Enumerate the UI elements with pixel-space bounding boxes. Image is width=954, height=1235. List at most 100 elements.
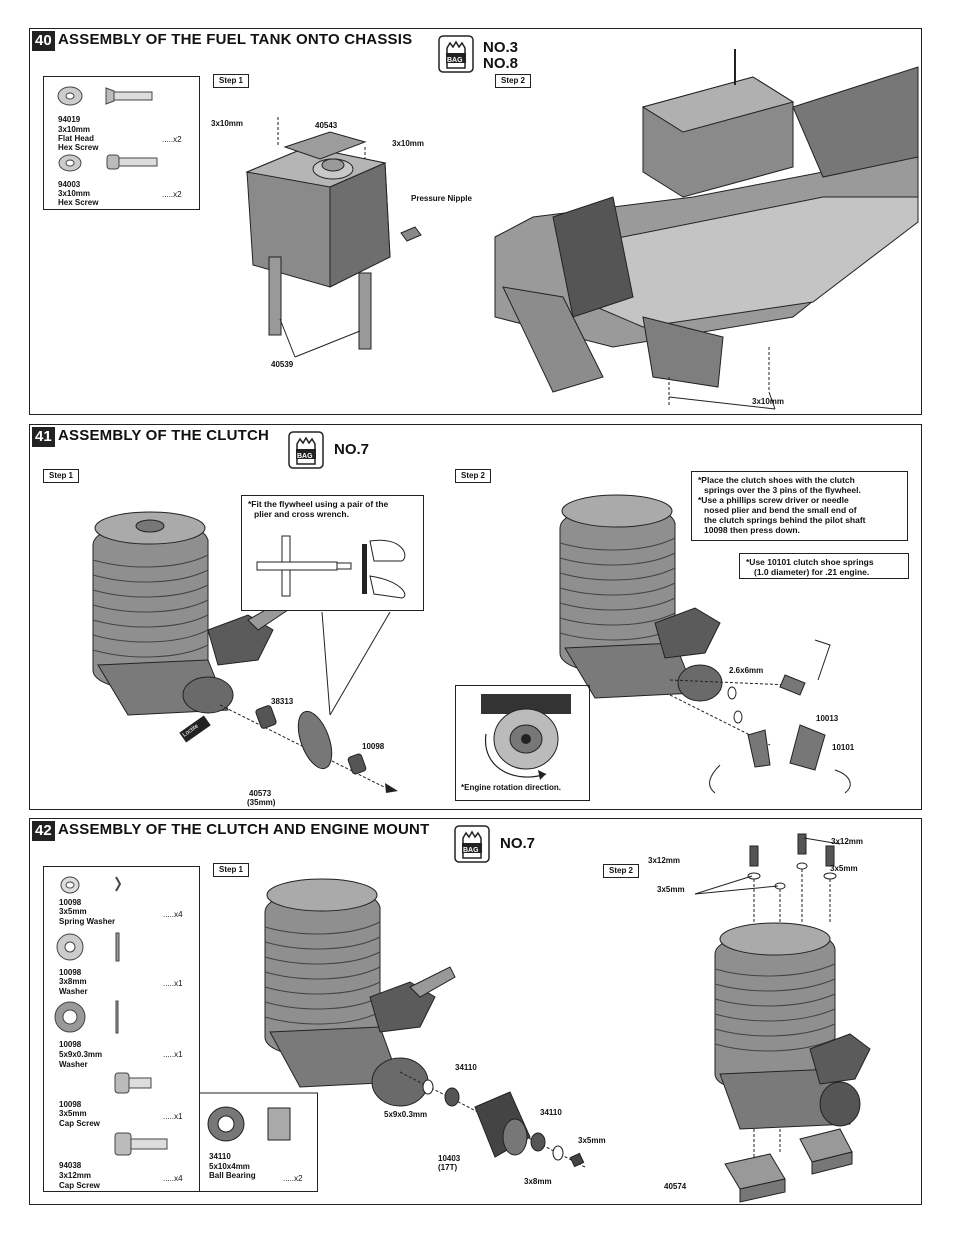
clutch-note: *Place the clutch shoes with the clutch … xyxy=(691,471,908,541)
callout-label: 10403 xyxy=(438,1154,461,1163)
part-size: 3x5mm xyxy=(59,907,87,916)
leader-lines xyxy=(321,611,391,716)
flywheel-note: *Fit the flywheel using a pair of the pl… xyxy=(241,495,424,611)
part-number: 10098 xyxy=(59,898,82,907)
note-line: plier and cross wrench. xyxy=(254,509,349,519)
springs-note: *Use 10101 clutch shoe springs (1.0 diam… xyxy=(739,553,909,579)
part-name: Spring Washer xyxy=(59,917,116,926)
note-line: *Use 10101 clutch shoe springs xyxy=(746,557,874,567)
callout-label: 3x5mm xyxy=(657,885,685,894)
part-qty: .....x4 xyxy=(163,910,183,919)
engine-illustration xyxy=(92,511,289,716)
callout-label: Pressure Nipple xyxy=(411,194,472,203)
callout-label: 3x8mm xyxy=(524,1177,552,1186)
callout-label: 2.6x6mm xyxy=(729,666,764,675)
callout-label: (35mm) xyxy=(247,798,276,807)
note-line: springs over the 3 pins of the flywheel. xyxy=(704,485,861,495)
cap-screw-icon xyxy=(114,1072,152,1094)
parts-list-corner xyxy=(199,1092,318,1094)
step-number: 42 xyxy=(32,821,55,841)
clutch-bell-assembly xyxy=(399,1071,586,1168)
clutch-parts xyxy=(669,639,851,794)
part-number: 94003 xyxy=(58,180,81,189)
callout-label: 10013 xyxy=(816,714,839,723)
bag-number: NO.7 xyxy=(500,835,536,852)
part-number: 34110 xyxy=(209,1152,231,1161)
bag-icon xyxy=(288,431,324,469)
callout-label: 5x9x0.3mm xyxy=(384,1110,428,1119)
rotation-diagram: *Engine rotation direction. xyxy=(455,685,590,801)
washer-icon xyxy=(56,932,120,962)
cross-wrench-icon xyxy=(256,535,406,599)
part-size: 3x12mm xyxy=(59,1171,92,1180)
callout-label: 3x10mm xyxy=(392,139,425,148)
bag-icon xyxy=(438,35,474,73)
part-number: 10098 xyxy=(59,1100,82,1109)
hex-screw-icon xyxy=(106,154,158,170)
parts-list: 94019 3x10mm Flat Head Hex Screw .....x2… xyxy=(43,76,200,210)
bag-icon xyxy=(454,825,490,863)
callout-label: 40539 xyxy=(271,360,294,369)
callout-label: 3x12mm xyxy=(831,837,864,846)
part-number: 10098 xyxy=(59,1040,82,1049)
flywheel-rotation-icon xyxy=(481,694,571,780)
part-size: 3x8mm xyxy=(59,977,87,986)
chassis-illustration xyxy=(494,49,919,410)
part-size: 5x10x4mm xyxy=(209,1162,250,1171)
part-qty: .....x2 xyxy=(283,1174,303,1183)
part-size: 3x10mm xyxy=(58,189,91,198)
callout-label: 10098 xyxy=(362,742,385,751)
section-title: ASSEMBLY OF THE CLUTCH xyxy=(58,427,270,444)
spring-washer-icon xyxy=(60,876,122,894)
engine-mount-illustration xyxy=(694,833,871,1203)
engine-illustration xyxy=(559,494,723,702)
callout-label: (17T) xyxy=(438,1163,458,1172)
bag-number: NO.8 xyxy=(483,55,519,72)
part-number: 10098 xyxy=(59,968,82,977)
part-name: Washer xyxy=(59,987,88,996)
part-number: 94019 xyxy=(58,115,81,124)
step-number: 41 xyxy=(32,427,55,447)
note-line: (1.0 diameter) for .21 engine. xyxy=(754,567,870,577)
ball-bearing-icon xyxy=(207,1106,291,1142)
step-1-label: Step 1 xyxy=(43,469,80,483)
step-2-label: Step 2 xyxy=(603,864,640,878)
cap-screw-icon xyxy=(114,1132,168,1156)
section-40: 40 ASSEMBLY OF THE FUEL TANK ONTO CHASSI… xyxy=(29,28,922,415)
part-qty: .....x4 xyxy=(163,1174,183,1183)
crankshaft-assembly xyxy=(219,704,398,793)
callout-label: 40573 xyxy=(249,789,272,798)
callout-label: 40574 xyxy=(664,1182,687,1191)
callout-label: 3x12mm xyxy=(648,856,681,865)
fuel-tank-illustration xyxy=(245,117,422,350)
note-line: *Use a phillips screw driver or needle xyxy=(698,495,849,505)
step-number: 40 xyxy=(32,31,55,51)
section-41: 41 ASSEMBLY OF THE CLUTCH BAG NO.7 Step … xyxy=(29,424,922,810)
bag-number: NO.7 xyxy=(334,441,370,458)
rotation-note: *Engine rotation direction. xyxy=(461,783,562,792)
part-qty: .....x2 xyxy=(162,135,182,144)
note-line: *Place the clutch shoes with the clutch xyxy=(698,475,855,485)
part-size: 3x5mm xyxy=(59,1109,87,1118)
part-qty: .....x1 xyxy=(163,979,183,988)
part-name: Cap Screw xyxy=(59,1181,100,1190)
leader-lines xyxy=(279,318,361,358)
part-name: Hex Screw xyxy=(58,143,99,152)
engine-illustration xyxy=(264,878,456,1107)
callout-label: 3x5mm xyxy=(578,1136,606,1145)
washer-icon xyxy=(57,86,83,106)
callout-label: 34110 xyxy=(455,1063,477,1072)
part-name: Cap Screw xyxy=(59,1119,100,1128)
loctite-tag xyxy=(179,715,211,743)
parts-list xyxy=(43,866,200,1192)
part-qty: .....x2 xyxy=(162,190,182,199)
section-42: 42 ASSEMBLY OF THE CLUTCH AND ENGINE MOU… xyxy=(29,818,922,1205)
callout-label: 3x5mm xyxy=(830,864,858,873)
callout-label: 3x10mm xyxy=(211,119,244,128)
section-title: ASSEMBLY OF THE FUEL TANK ONTO CHASSIS xyxy=(58,31,413,48)
bag-icon-label: BAG xyxy=(463,847,479,854)
callout-label: 40543 xyxy=(315,121,338,130)
washer-icon xyxy=(54,1000,119,1034)
part-name: Hex Screw xyxy=(58,198,99,207)
callout-label: 38313 xyxy=(271,697,294,706)
